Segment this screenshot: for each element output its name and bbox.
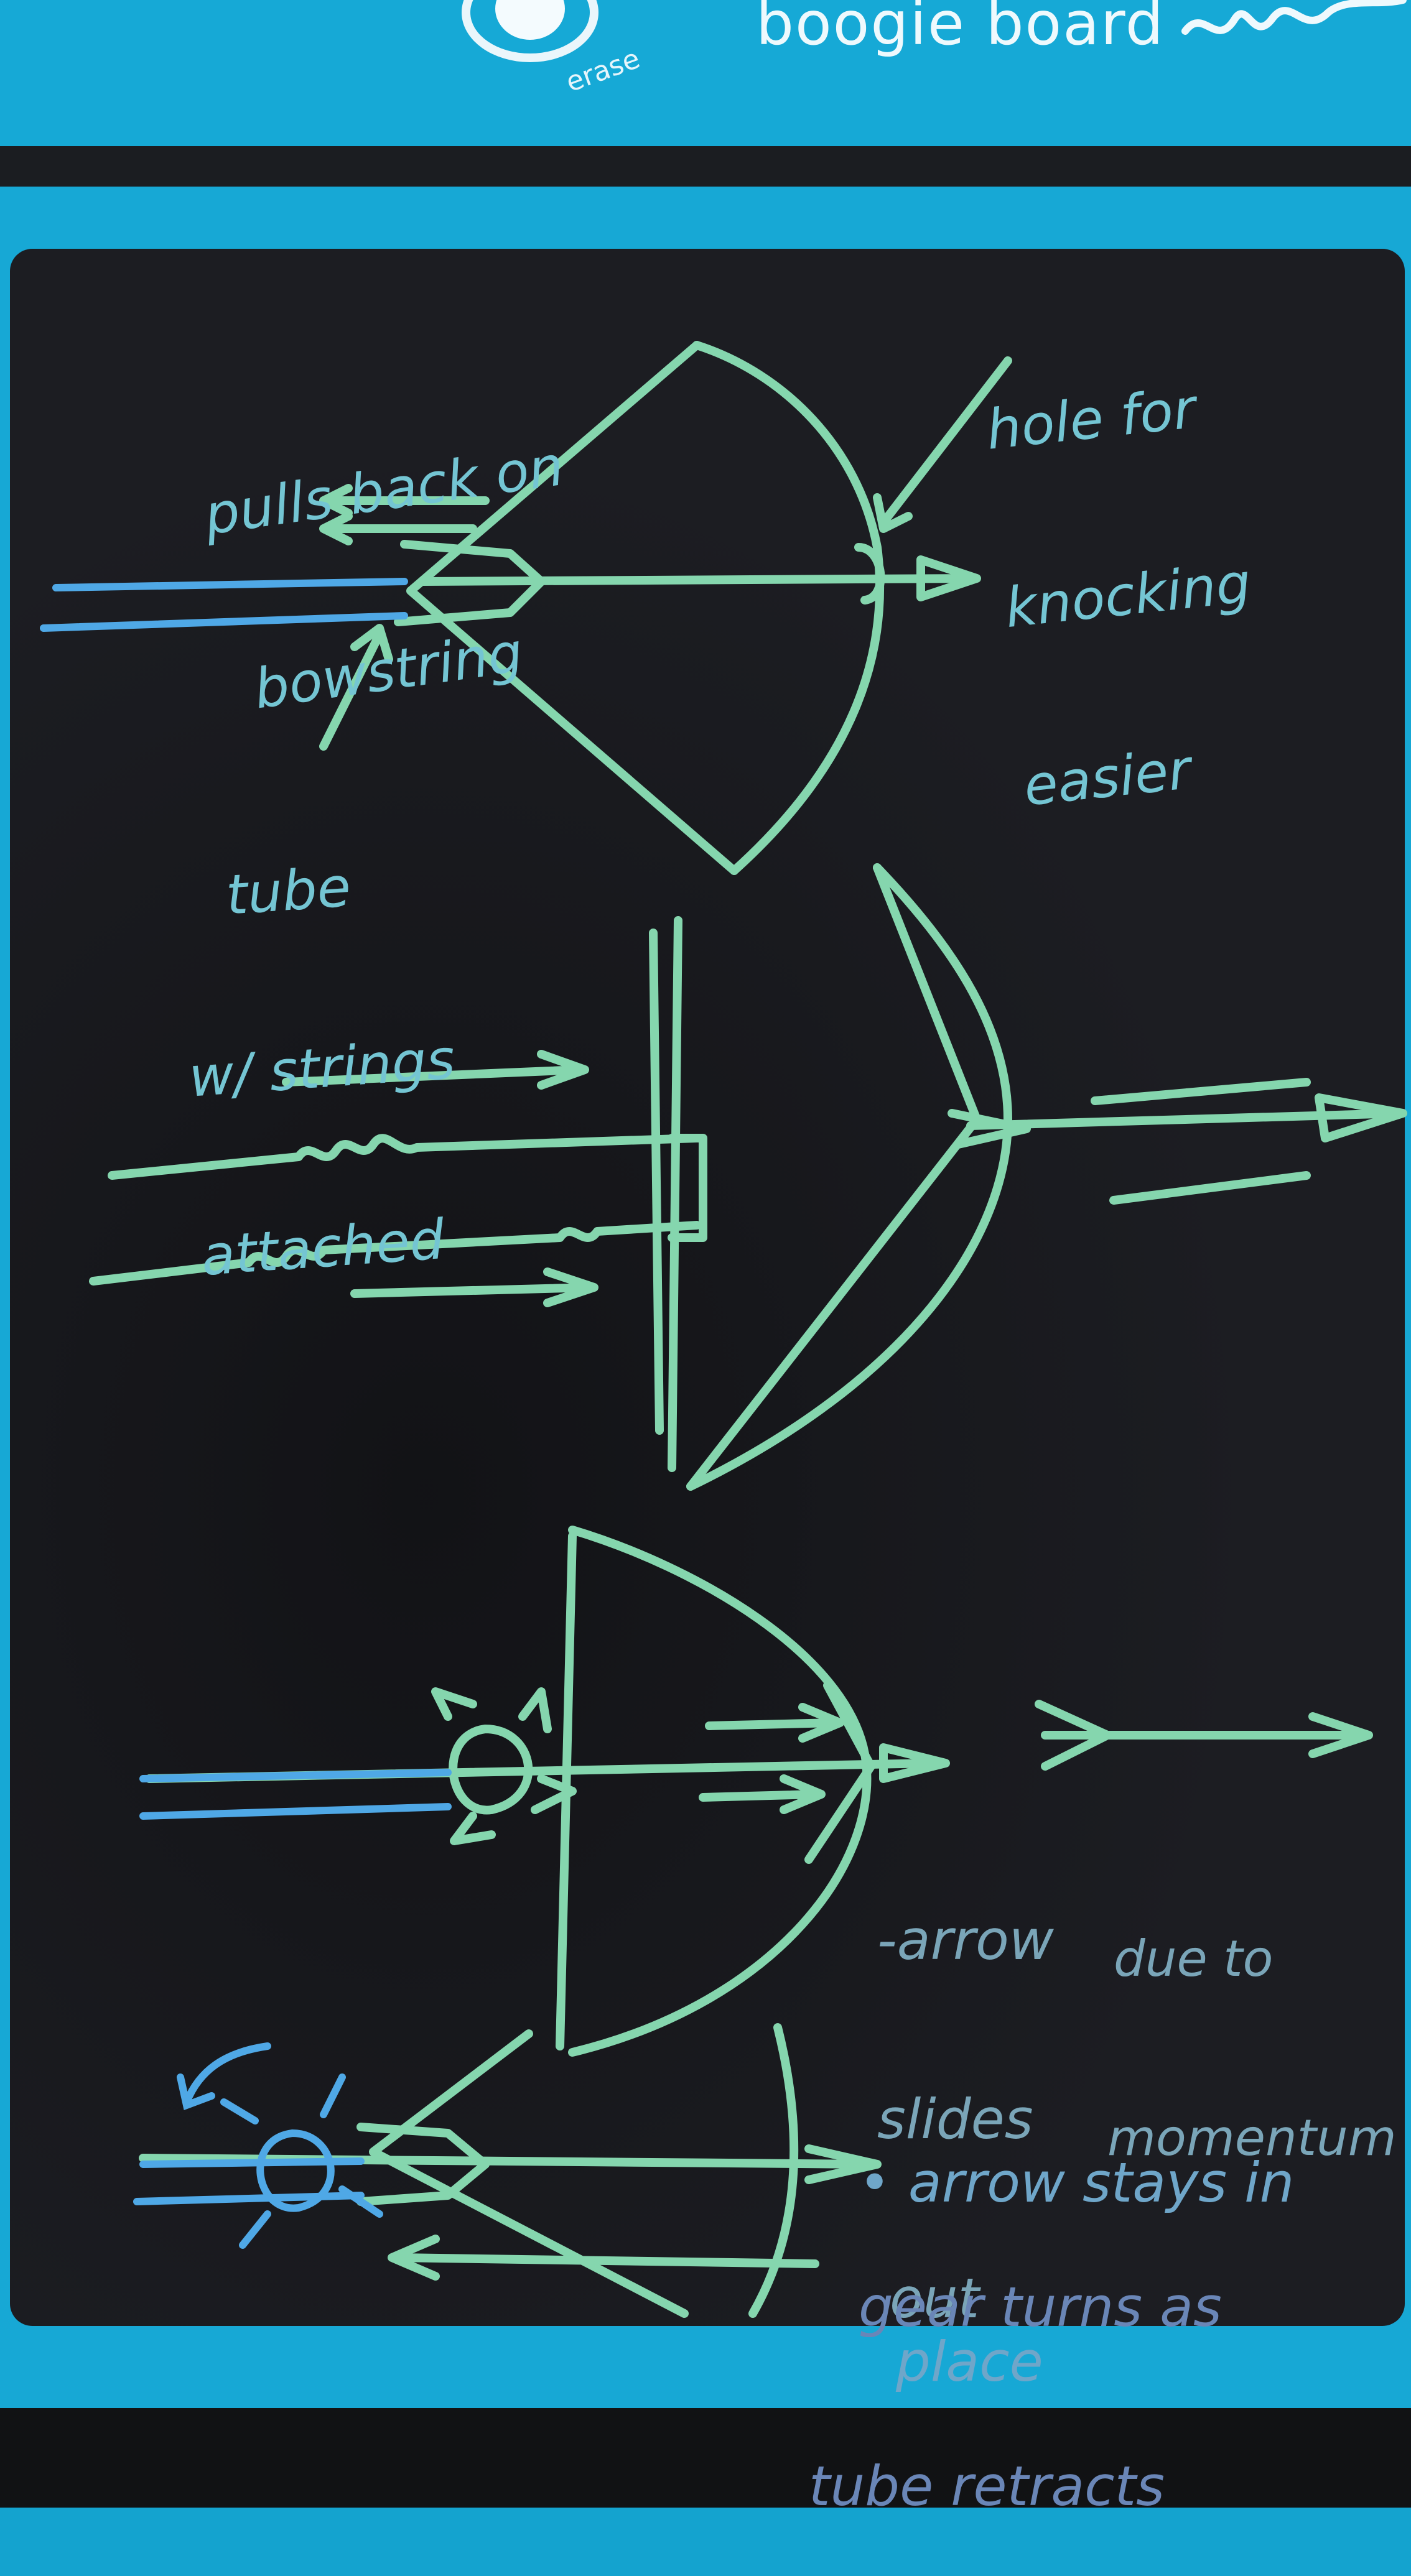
- tube-shaft-1a: [52, 578, 408, 591]
- note-pulls-back-line-2: bowstring: [249, 620, 527, 721]
- note-hole-line-1: hole for: [983, 376, 1199, 462]
- device-header: erase boogie board: [0, 0, 1411, 155]
- bottom-strap: [0, 2408, 1411, 2508]
- note-tube-line-1: tube: [223, 855, 353, 927]
- motion-line-2b: [1109, 1171, 1311, 1205]
- tube-1: [394, 540, 546, 626]
- note-due-to: due to momentum: [1107, 1810, 1397, 2228]
- tube-4: [356, 2123, 490, 2206]
- push-arrow-3b: [699, 1774, 826, 1814]
- hole-pointer: [873, 356, 1012, 533]
- flying-arrow-3: [1035, 1700, 1373, 1771]
- pull-arrow-1b: [319, 512, 477, 545]
- sketch-1-bow-with-tube: [40, 341, 1012, 875]
- arrow-head-3: [879, 1743, 950, 1783]
- bowstring-1: [406, 341, 738, 875]
- bow-limb-2: [686, 863, 1012, 1491]
- bowstring-2: [686, 863, 981, 1491]
- note-hole-line-3: easier: [1020, 737, 1194, 818]
- brand-logo-text: boogie board: [756, 0, 1165, 58]
- gear-3: [431, 1687, 577, 1845]
- arrow-head-4: [804, 2144, 882, 2184]
- note-pulls-back-line-1: pulls back on: [200, 433, 567, 547]
- pull-arrow-1a: [319, 484, 490, 517]
- arrow-shaft-2: [966, 1109, 1404, 1130]
- bow-limb-1: [692, 341, 885, 875]
- riser-2b: [649, 929, 664, 1435]
- sketch-4-gear-retract: [133, 2023, 882, 2318]
- tube-shaft-3b: [139, 1803, 452, 1820]
- note-arrow-slides-line-2: slides: [877, 2087, 1033, 2151]
- nock-hole-1: [854, 543, 885, 605]
- arrow-head-2: [1315, 1093, 1407, 1142]
- note-gear-turns-line-1: gear turns as: [859, 2275, 1222, 2339]
- bow-limb-4: [748, 2023, 799, 2318]
- note-arrow-slides-line-1: -arrow: [877, 1908, 1054, 1972]
- tube-shaft-1b: [40, 612, 408, 632]
- note-arrow-stays: • arrow stays in place: [859, 2034, 1294, 2452]
- note-gear-turns-line-2: tube retracts: [809, 2454, 1165, 2518]
- note-tube-line-3: attached: [199, 1207, 447, 1288]
- lcd-writing-screen[interactable]: [10, 249, 1405, 2326]
- note-tube: tube w/ strings attached: [166, 731, 473, 1346]
- push-arrow-3a: [705, 1703, 844, 1743]
- note-arrow-slides-line-3: out: [890, 2266, 980, 2330]
- note-arrow-slides: -arrow slides out: [877, 1791, 1054, 2388]
- gear-4: [220, 2073, 383, 2249]
- note-due-to-line-1: due to: [1114, 1930, 1274, 1988]
- note-arrow-stays-line-1: • arrow stays in: [859, 2151, 1295, 2215]
- tube-pointer: [319, 624, 393, 751]
- retract-arrow-4: [388, 2235, 819, 2281]
- spring-2a: [108, 1134, 701, 1180]
- sketch-3-bow-with-gear: [139, 1526, 1373, 2057]
- note-pulls-back: pulls back on bowstring: [184, 318, 600, 782]
- push-arrow-2a: [282, 1050, 589, 1090]
- note-hole-line-2: knocking: [1002, 550, 1254, 641]
- sketch-2-bow-release: [89, 863, 1407, 1491]
- screen-glare: [10, 249, 1405, 2326]
- note-arrow-stays-line-2: place: [896, 2330, 1043, 2394]
- note-tube-line-2: w/ strings: [187, 1027, 457, 1110]
- fletch-2: [948, 1109, 1031, 1149]
- note-gear-turns: gear turns as tube retracts: [809, 2158, 1222, 2576]
- tube-shaft-3a: [139, 1769, 452, 1782]
- spring-2b: [89, 1221, 701, 1286]
- riser-2: [668, 916, 682, 1472]
- plate-2: [668, 1134, 707, 1242]
- signature-logo-icon: [1181, 0, 1407, 35]
- sketch-drawing: [40, 341, 1407, 2318]
- push-arrow-2b: [350, 1267, 598, 1307]
- rotation-arrow-4: [177, 2042, 271, 2111]
- arrow-head-1: [916, 555, 981, 601]
- motion-line-2a: [1091, 1078, 1311, 1105]
- note-due-to-line-2: momentum: [1107, 2109, 1397, 2167]
- tube-shaft-4a: [139, 2157, 365, 2168]
- tube-shaft-4b: [133, 2192, 365, 2205]
